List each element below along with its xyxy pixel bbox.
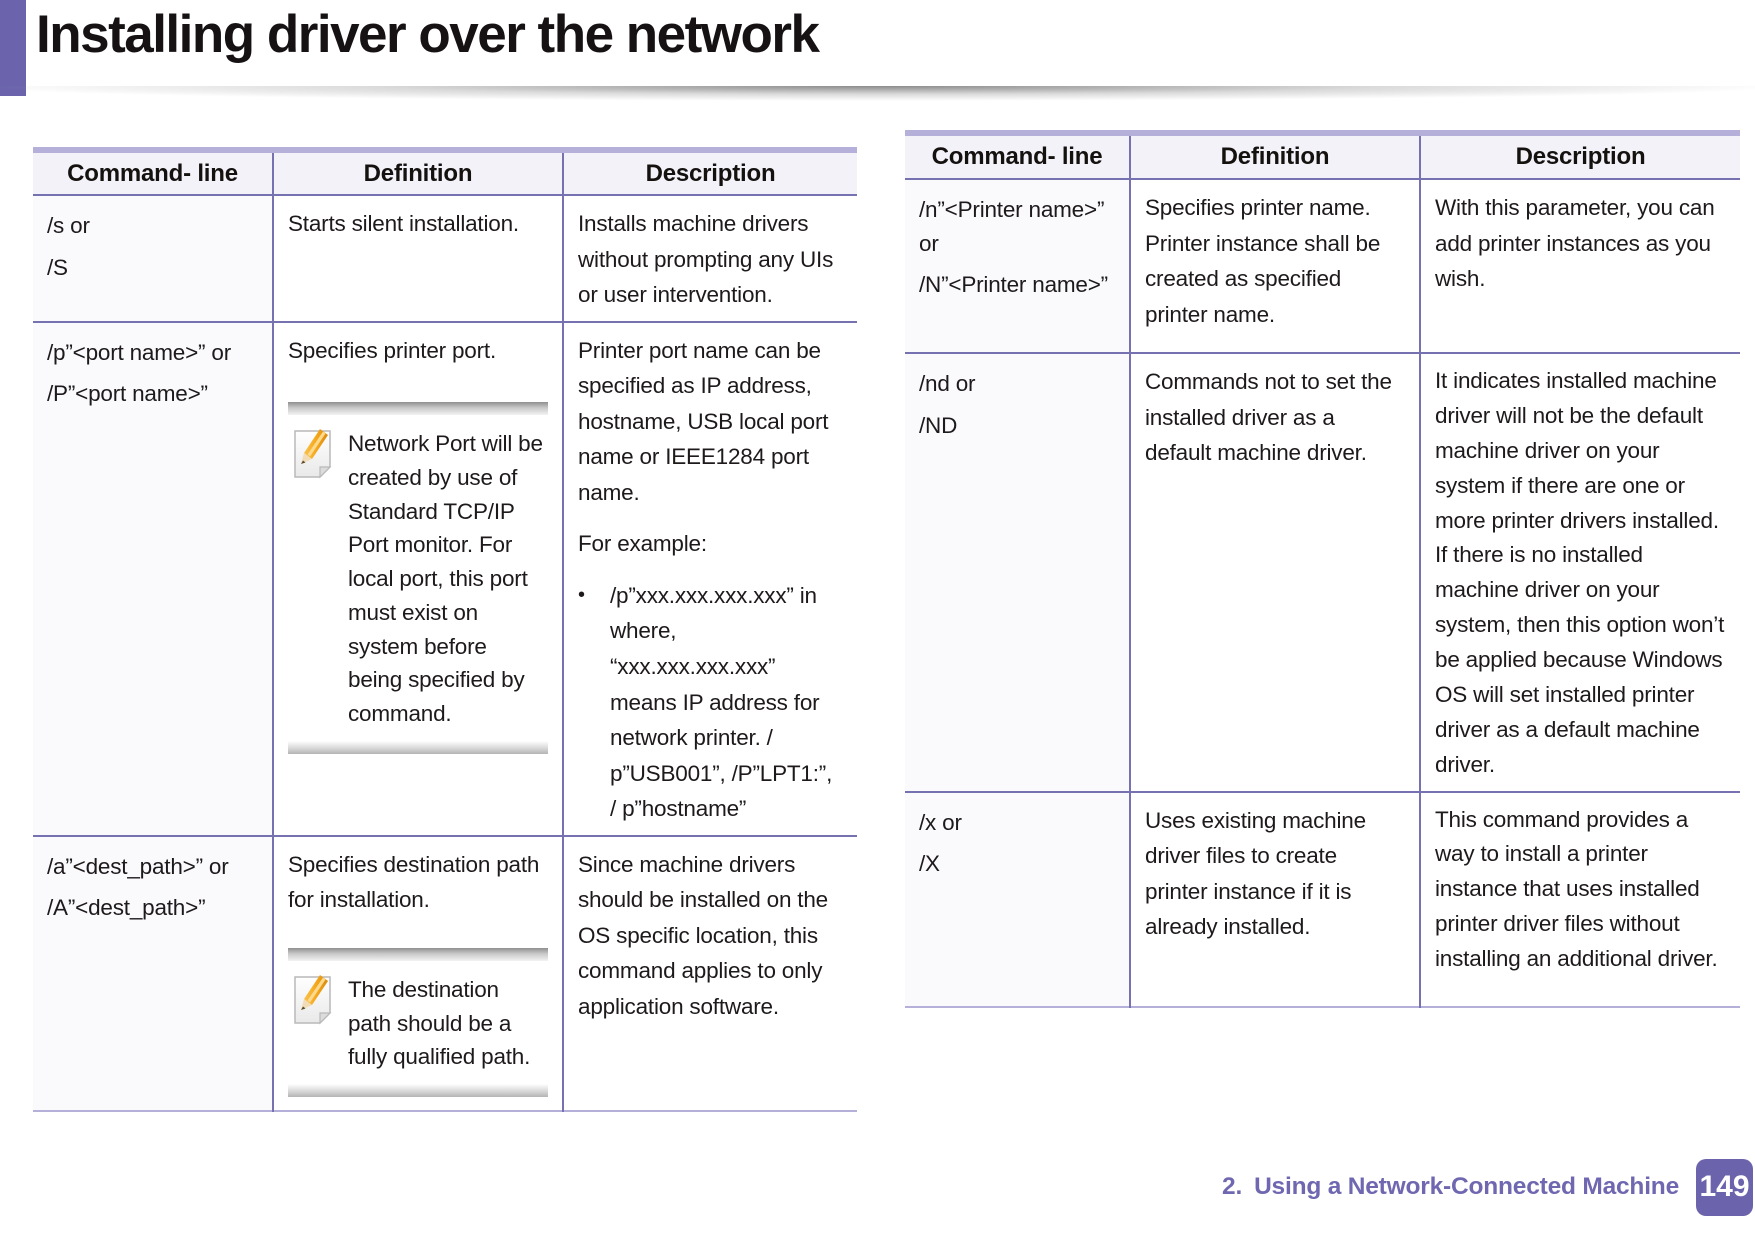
footer-chapter-number: 2. — [1222, 1173, 1243, 1200]
note-text: Network Port will be created by use of S… — [348, 431, 543, 727]
note-top-rule — [288, 402, 548, 416]
column-header-command-line: Command- line — [905, 133, 1130, 179]
command-cell: /x or /X — [905, 790, 1130, 1007]
column-header-command-line: Command- line — [33, 150, 273, 195]
note-box: Network Port will be created by use of S… — [288, 402, 548, 754]
description-cell: This command provides a way to install a… — [1419, 790, 1740, 1007]
bullet-item: • /p”xxx.xxx.xxx.xxx” in where, “xxx.xxx… — [578, 578, 843, 827]
command-cell: /s or /S — [33, 194, 273, 322]
description-cell: With this parameter, you can add printer… — [1419, 178, 1740, 353]
note-bottom-rule — [288, 740, 548, 754]
table-row: /p”<port name>” or /P”<port name>” Speci… — [33, 320, 857, 836]
definition-cell: Specifies printer name. Printer instance… — [1129, 178, 1420, 353]
note-text: The destination path should be a fully q… — [348, 976, 531, 1070]
page-title: Installing driver over the network — [36, 5, 820, 64]
column-header-definition: Definition — [272, 150, 563, 195]
command-cell: /p”<port name>” or /P”<port name>” — [33, 320, 273, 836]
footer-section-title: Using a Network-Connected Machine — [1254, 1173, 1679, 1200]
column-header-description: Description — [562, 150, 857, 195]
note-pencil-icon — [290, 427, 336, 731]
table-row: /s or /S Starts silent installation. Ins… — [33, 194, 857, 322]
command-line-table-left: Command- line Definition Description /s … — [33, 147, 857, 1112]
note-bottom-rule — [288, 1084, 548, 1098]
footer-section-label: 2. Using a Network-Connected Machine — [1222, 1173, 1679, 1201]
page-number-badge: 149 — [1696, 1158, 1753, 1216]
definition-cell: Commands not to set the installed driver… — [1129, 352, 1420, 792]
definition-cell: Starts silent installation. — [272, 194, 563, 322]
table-row: /n”<Printer name>” or /N”<Printer name>”… — [905, 178, 1740, 353]
table-row: /a”<dest_path>” or /A”<dest_path>” Speci… — [33, 834, 857, 1111]
description-cell: Printer port name can be specified as IP… — [562, 320, 857, 836]
definition-cell: Specifies destination path for installat… — [272, 834, 563, 1111]
table-row: /nd or /ND Commands not to set the insta… — [905, 352, 1740, 792]
description-cell: It indicates installed machine driver wi… — [1419, 352, 1740, 792]
table-row: /x or /X Uses existing machine driver fi… — [905, 790, 1740, 1007]
command-cell: /nd or /ND — [905, 352, 1130, 792]
note-top-rule — [288, 947, 548, 961]
title-accent-bar — [0, 0, 26, 96]
description-cell: Since machine drivers should be installe… — [562, 834, 857, 1111]
note-box: The destination path should be a fully q… — [288, 947, 548, 1098]
note-pencil-icon — [290, 973, 336, 1074]
bullet-dot: • — [578, 583, 585, 606]
column-header-description: Description — [1419, 133, 1740, 179]
command-line-table-right: Command- line Definition Description /n”… — [905, 130, 1740, 1008]
page-footer: 2. Using a Network-Connected Machine 149 — [0, 1156, 1755, 1218]
title-divider-shadow — [0, 86, 1755, 112]
description-cell: Installs machine drivers without prompti… — [562, 194, 857, 322]
table-header-row: Command- line Definition Description — [905, 133, 1740, 179]
command-cell: /a”<dest_path>” or /A”<dest_path>” — [33, 834, 273, 1111]
definition-cell: Specifies printer port. — [272, 320, 563, 836]
command-cell: /n”<Printer name>” or /N”<Printer name>” — [905, 178, 1130, 353]
column-header-definition: Definition — [1129, 133, 1420, 179]
table-header-row: Command- line Definition Description — [33, 150, 857, 195]
definition-cell: Uses existing machine driver files to cr… — [1129, 790, 1420, 1007]
